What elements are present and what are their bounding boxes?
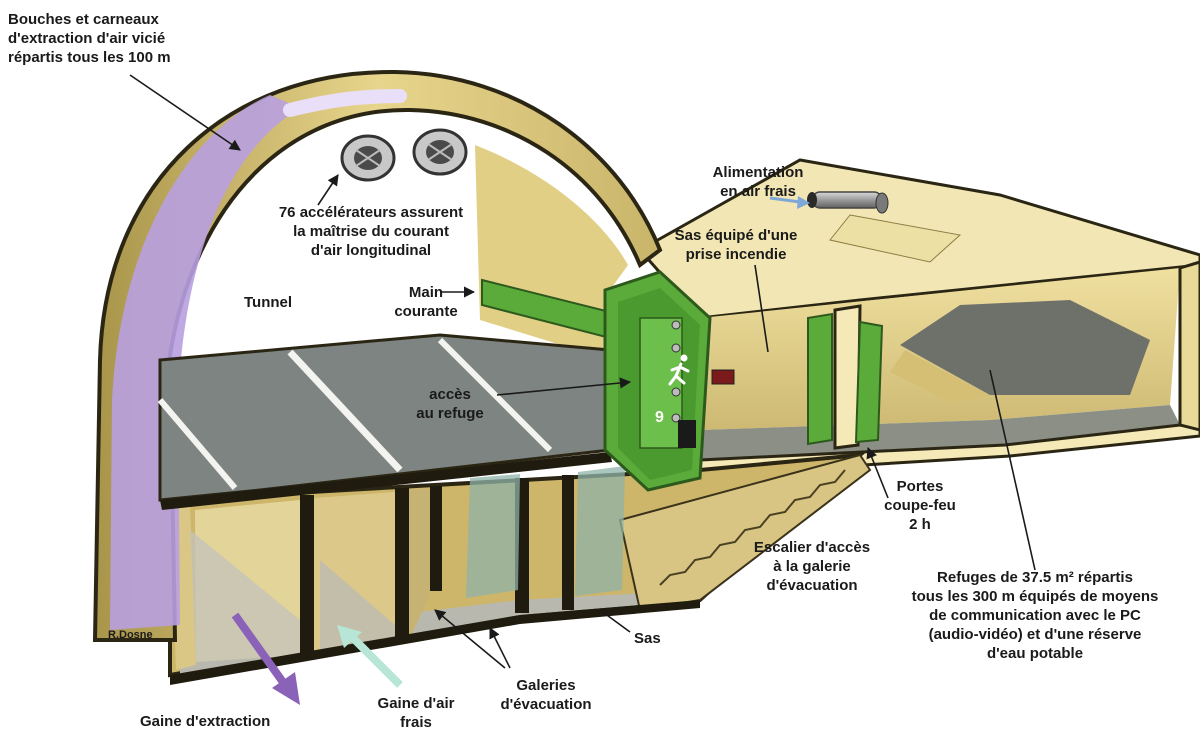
label-line: d'eau potable: [986, 645, 1084, 662]
fresh-air-arrow: [347, 632, 403, 688]
label-line: Bouches et carneaux: [8, 11, 159, 28]
fire-door-outer: [854, 320, 884, 444]
label-extraction-duct: Gaine d'extraction: [140, 713, 271, 730]
leader-lines: [129, 74, 1036, 669]
label-line: d'air longitudinal: [310, 242, 432, 259]
fresh-air-pipe: [807, 191, 889, 214]
label-line: Galeries: [516, 677, 576, 694]
label-line: la maîtrise du courant: [293, 223, 449, 240]
airflow-arrows: [231, 196, 810, 705]
label-evacuation-galleries: Galeries d'évacuation: [490, 676, 602, 714]
label-line: à la galerie: [773, 558, 851, 575]
label-line: Gaine d'air: [377, 695, 455, 712]
refuge-floor: [700, 405, 1180, 460]
label-line: prise incendie: [685, 246, 787, 263]
label-extraction-vents: Bouches et carneaux d'extraction d'air v…: [8, 10, 171, 67]
label-handrail: Main courante: [376, 283, 476, 321]
running-man-icon: [668, 354, 690, 386]
fan-icon: [412, 128, 468, 176]
main-tunnel: [92, 69, 663, 642]
label-line: Escalier d'accès: [753, 539, 871, 556]
label-fresh-air-duct: Gaine d'air frais: [366, 694, 466, 732]
evacuation-stairs: [618, 453, 872, 612]
artist-credit: R.Dosne: [108, 629, 153, 641]
refuge-structure: [637, 158, 1200, 477]
refuge-partition: [833, 304, 862, 450]
label-jet-fans: 76 accélérateurs assurent la maîtrise du…: [256, 203, 486, 260]
label-line: d'extraction d'air vicié: [8, 30, 166, 47]
label-line: 2 h: [909, 516, 931, 533]
label-line: au refuge: [416, 405, 484, 422]
refuge-door: [603, 270, 712, 492]
label-airlock: Sas: [634, 630, 661, 647]
intake-arrow: [769, 196, 801, 204]
label-line: Sas équipé d'une: [674, 227, 798, 244]
label-line: de communication avec le PC: [929, 607, 1141, 624]
lower-galleries: [168, 452, 872, 685]
extraction-arrow: [231, 612, 289, 688]
label-line: coupe-feu: [884, 497, 956, 514]
label-line: Refuges de 37.5 m² répartis: [937, 569, 1133, 586]
label-line: Alimentation: [712, 164, 804, 181]
door-number: 9: [655, 409, 664, 426]
fire-door-inner: [807, 312, 833, 446]
label-refuges: Refuges de 37.5 m² répartis tous les 300…: [900, 568, 1170, 663]
label-line: tous les 300 m équipés de moyens: [911, 588, 1159, 605]
label-line: accès: [429, 386, 471, 403]
label-line: Main: [408, 284, 444, 301]
label-tunnel: Tunnel: [244, 294, 293, 311]
label-line: frais: [400, 714, 432, 731]
label-line: courante: [394, 303, 458, 320]
label-evacuation-stairs: Escalier d'accès à la galerie d'évacuati…: [740, 538, 884, 595]
label-line: Portes: [896, 478, 944, 495]
label-line: (audio-vidéo) et d'une réserve: [928, 626, 1142, 643]
label-line: d'évacuation: [500, 696, 592, 713]
label-line: d'évacuation: [766, 577, 858, 594]
intercom-icon: [711, 369, 735, 385]
label-line: répartis tous les 100 m: [8, 49, 171, 66]
label-fresh-air-supply: Alimentation en air frais: [696, 163, 820, 201]
extraction-duct: [110, 95, 300, 630]
label-refuge-access: accès au refuge: [400, 385, 500, 423]
label-line: en air frais: [720, 183, 796, 200]
label-line: 76 accélérateurs assurent: [278, 204, 464, 221]
fan-icon: [340, 134, 396, 182]
label-fire-doors: Portes coupe-feu 2 h: [872, 477, 968, 534]
label-airlock-fire-hydrant: Sas équipé d'une prise incendie: [664, 226, 808, 264]
